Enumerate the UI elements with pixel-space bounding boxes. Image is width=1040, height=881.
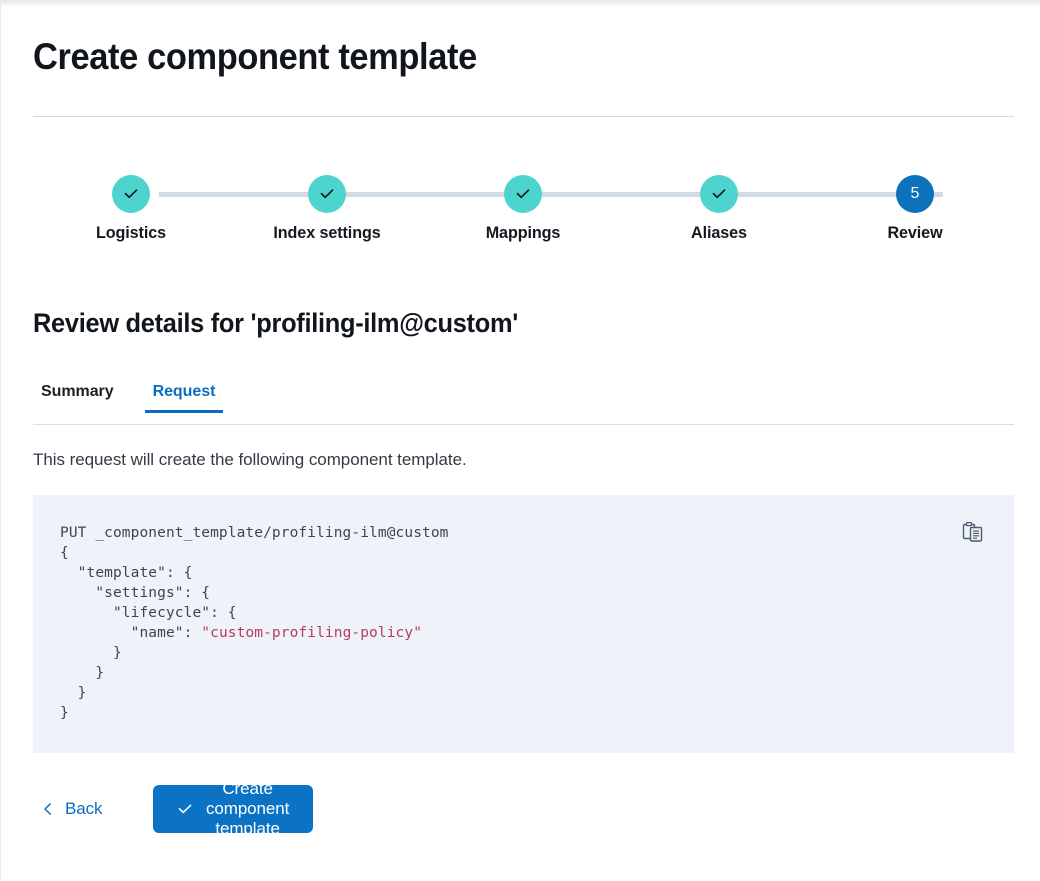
title-divider <box>33 116 1014 117</box>
stepper-connector-4 <box>747 192 943 197</box>
code-line-6: } <box>60 645 122 661</box>
stepper-step-review[interactable]: 5 Review <box>817 161 1013 243</box>
stepper-connector-3 <box>551 192 747 197</box>
step-indicator-review[interactable]: 5 <box>896 175 934 213</box>
stepper-step-index-settings[interactable]: Index settings <box>229 161 425 243</box>
stepper-step-aliases[interactable]: Aliases <box>621 161 817 243</box>
wizard-stepper: Logistics Index settings Mappings <box>33 161 1014 261</box>
step-number: 5 <box>910 185 920 202</box>
step-indicator-mappings[interactable] <box>504 175 542 213</box>
stepper-label-logistics: Logistics <box>95 223 167 242</box>
request-code-block: PUT _component_template/profiling-ilm@cu… <box>33 495 1014 753</box>
code-line-9: } <box>60 705 69 721</box>
code-policy-value: "custom-profiling-policy" <box>201 625 423 641</box>
stepper-label-mappings: Mappings <box>485 223 561 242</box>
review-heading: Review details for 'profiling-ilm@custom… <box>33 308 518 338</box>
code-line-7: } <box>60 665 105 681</box>
step-indicator-index-settings[interactable] <box>308 175 346 213</box>
check-icon <box>177 801 193 817</box>
create-component-template-button[interactable]: Create component template <box>153 779 314 838</box>
check-icon <box>515 186 531 202</box>
stepper-step-logistics[interactable]: Logistics <box>33 161 229 243</box>
page-title: Create component template <box>33 36 477 77</box>
back-button[interactable]: Back <box>41 785 103 833</box>
check-icon <box>123 186 139 202</box>
code-line-2: "template": { <box>60 565 193 581</box>
tabs-divider <box>33 424 1014 425</box>
chevron-left-icon <box>41 802 55 816</box>
stepper-label-index-settings: Index settings <box>273 223 381 242</box>
code-line-3: "settings": { <box>60 585 211 601</box>
code-line-1: { <box>60 545 69 561</box>
tab-request[interactable]: Request <box>144 383 224 413</box>
create-button-label: Create component template <box>206 779 290 838</box>
check-icon <box>319 186 335 202</box>
check-icon <box>711 186 727 202</box>
stepper-label-aliases: Aliases <box>691 223 747 242</box>
stepper-label-review: Review <box>887 223 943 242</box>
request-code-text: PUT _component_template/profiling-ilm@cu… <box>60 525 449 721</box>
request-description: This request will create the following c… <box>33 450 467 469</box>
code-line-8: } <box>60 685 87 701</box>
review-tabs: Summary Request <box>33 383 1014 425</box>
back-button-label: Back <box>65 799 103 818</box>
code-line-4: "lifecycle": { <box>60 605 237 621</box>
code-line-method: PUT _component_template/profiling-ilm@cu… <box>60 525 449 541</box>
clipboard-copy-icon[interactable] <box>960 519 986 545</box>
step-indicator-logistics[interactable] <box>112 175 150 213</box>
window-top-shade <box>1 1 1040 7</box>
tab-summary[interactable]: Summary <box>41 383 114 400</box>
stepper-connector-1 <box>159 192 355 197</box>
step-indicator-aliases[interactable] <box>700 175 738 213</box>
stepper-step-mappings[interactable]: Mappings <box>425 161 621 243</box>
stepper-connector-2 <box>355 192 551 197</box>
